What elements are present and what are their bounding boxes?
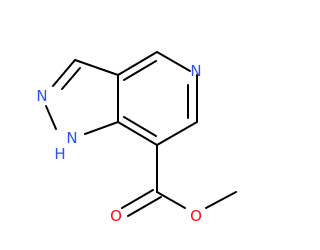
atom-n-pyridine: N <box>190 62 201 80</box>
molecule-structure: N N N H O O <box>36 51 237 225</box>
bond-ccarbonyl-o-double-b <box>127 196 162 217</box>
atom-o-carbonyl: O <box>110 207 122 225</box>
bond-n2-n1 <box>45 105 57 130</box>
bond-ccarbonyl-o-double-a <box>121 189 154 209</box>
bond-c3-n2-inner <box>61 67 81 90</box>
bond-n1-c7a <box>84 121 119 135</box>
atom-nh-nitrogen: N <box>66 129 77 147</box>
bond-c7-c7a-inner <box>123 116 157 137</box>
bond-c3-n2 <box>52 59 76 87</box>
bond-c4-c3a-inner <box>123 60 157 81</box>
bond-c6-c7 <box>156 121 198 146</box>
bonds <box>45 51 237 217</box>
bond-c7-c7a <box>117 121 158 146</box>
bond-c3a-c4 <box>117 51 158 76</box>
bond-c4-n5 <box>156 51 191 72</box>
atom-nh-hydrogen: H <box>54 145 65 163</box>
bond-c3a-c3 <box>74 59 119 76</box>
atom-labels: N N N H O O <box>36 62 202 225</box>
bond-ccarbonyl-o-ester <box>156 191 186 209</box>
atom-n-pyrazole: N <box>36 87 47 105</box>
bond-o-ester-methyl <box>205 191 237 209</box>
atom-o-ester: O <box>190 207 202 225</box>
